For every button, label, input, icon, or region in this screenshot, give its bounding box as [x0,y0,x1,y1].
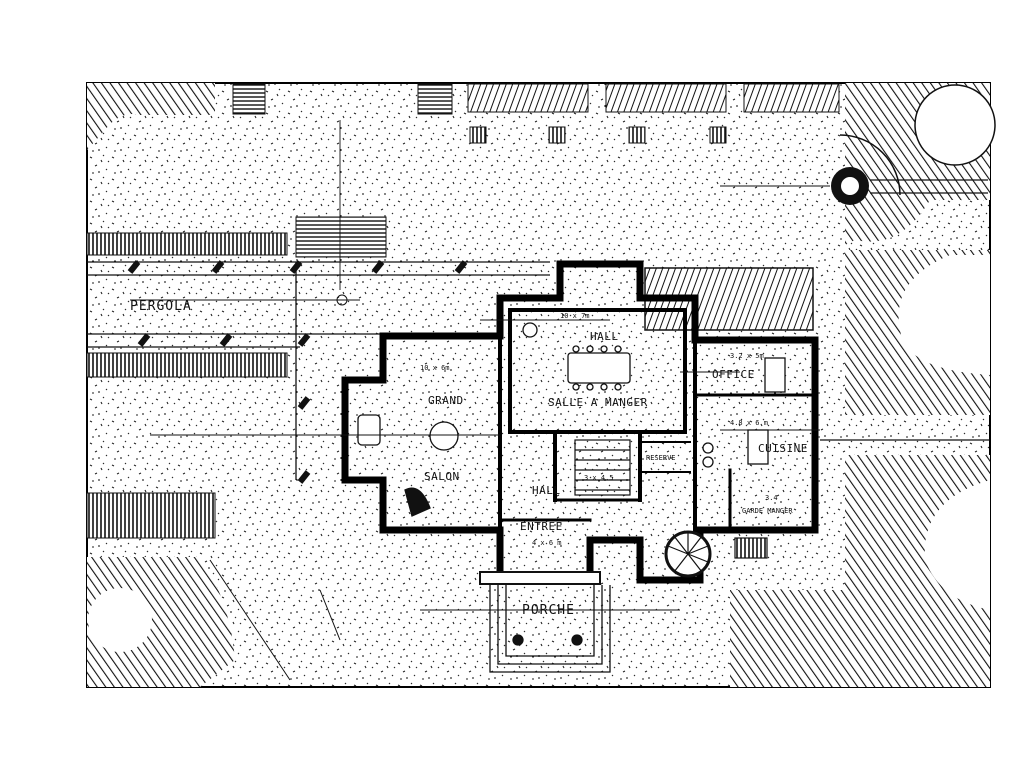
garde-manger-label: GARDE MANGER [742,507,793,515]
entree-dimension: 4 x 6 m [532,539,562,547]
top-parterres [87,83,840,150]
stair-hall-dimension: 3 x 4.5 [584,474,614,482]
salle-manger-label: SALLE A MANGER [548,396,648,409]
lower-left-garden [86,492,341,687]
cuisine-dimension: 4.8 x 6 m [730,419,768,427]
stair-hall-label: HALL [532,484,561,497]
grand-label: GRAND [428,394,464,407]
furniture [357,322,786,517]
reserve-label: RESERVE [646,454,676,462]
cuisine-label: CUISINE [758,442,808,455]
office-dimension: 3.2 x 5m [730,352,764,360]
pergola-label: PERGOLA [130,299,192,314]
salon-label: SALON [424,470,460,483]
axis-lines [150,120,820,436]
salon-dimension: 10 x 6m [420,364,450,372]
house-walls [341,260,819,584]
pergola [86,216,550,484]
hall-dimension: 10 x 7m [560,312,590,320]
room-labels: PERGOLA 10 x 7m HALL SALLE A MANGER 10 x… [130,299,808,618]
porch [420,571,680,673]
hall-label: HALL [590,330,619,343]
office-label: OFFICE [712,368,755,381]
garden-rond-point [720,83,996,245]
garde-manger-dimension: 3.4 [765,494,778,502]
entree-label: ENTREE [520,520,563,533]
porche-label: PORCHE [522,603,575,618]
stair [574,439,768,578]
